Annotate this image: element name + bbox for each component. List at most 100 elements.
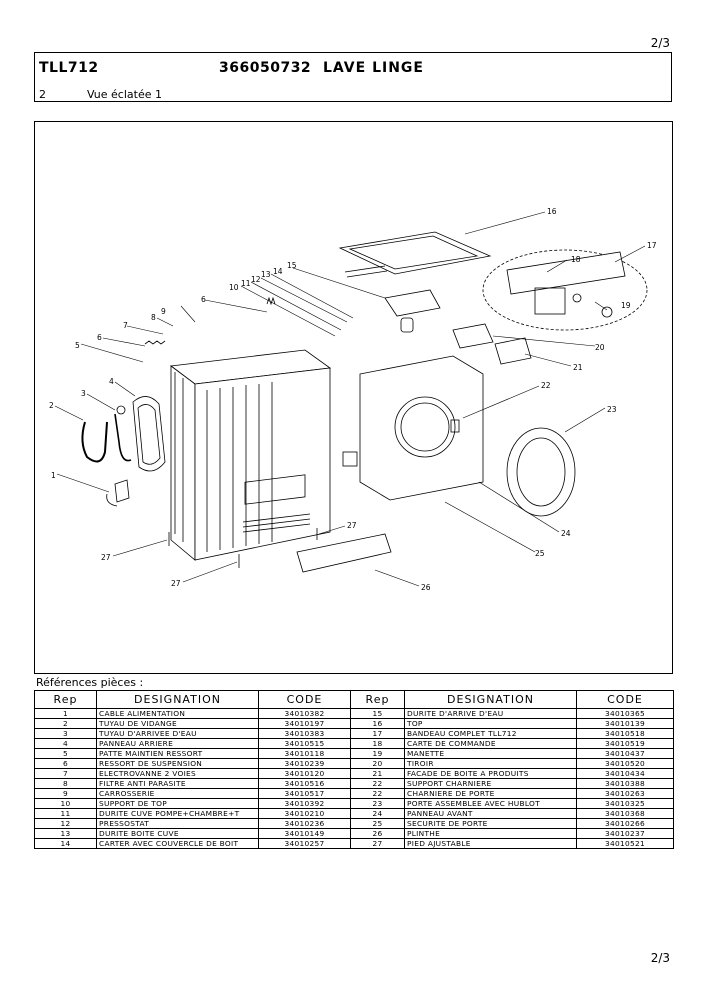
exploded-view-diagram: 1 2 3 4 5 6 6 7 8 9 10 11 12 13 14 15 16… [34, 121, 673, 674]
table-cell-l-des: CARTER AVEC COUVERCLE DE BOIT [96, 838, 259, 849]
control-panel-callout [482, 249, 648, 331]
column-header-code: CODE [258, 690, 351, 709]
table-cell-l-code: 34010257 [258, 838, 351, 849]
table-cell-r-des: SUPPORT CHARNIERE [404, 778, 577, 789]
diagram-label: 27 [101, 553, 111, 562]
table-cell-r-des: PIED AJUSTABLE [404, 838, 577, 849]
table-cell-r-code: 34010518 [576, 728, 674, 739]
table-cell-l-des: PANNEAU ARRIERE [96, 738, 259, 749]
table-cell-l-des: DURITE CUVE POMPE+CHAMBRE+T [96, 808, 259, 819]
section-number: 2 [39, 88, 46, 101]
table-cell-l-des: TUYAU DE VIDANGE [96, 718, 259, 729]
column-header-designation: DESIGNATION [96, 690, 259, 709]
table-cell-l-des: CARROSSERIE [96, 788, 259, 799]
table-cell-l-code: 34010118 [258, 748, 351, 759]
section-title: Vue éclatée 1 [87, 88, 162, 101]
table-cell-l-rep: 13 [34, 828, 97, 839]
door-part [506, 427, 576, 517]
table-cell-r-code: 34010521 [576, 838, 674, 849]
diagram-label: 13 [261, 270, 271, 279]
diagram-label: 24 [561, 529, 571, 538]
table-cell-r-rep: 21 [350, 768, 405, 779]
diagram-label: 22 [541, 381, 551, 390]
diagram-label: 8 [151, 313, 156, 322]
table-cell-l-code: 34010120 [258, 768, 351, 779]
diagram-label: 7 [123, 321, 128, 330]
diagram-label: 6 [97, 333, 102, 342]
table-cell-l-rep: 14 [34, 838, 97, 849]
table-cell-l-des: PRESSOSTAT [96, 818, 259, 829]
table-cell-r-rep: 16 [350, 718, 405, 729]
column-header-code: CODE [576, 690, 674, 709]
diagram-label: 6 [201, 295, 206, 304]
table-cell-l-rep: 2 [34, 718, 97, 729]
table-cell-l-des: ELECTROVANNE 2 VOIES [96, 768, 259, 779]
diagram-label: 20 [595, 343, 605, 352]
diagram-label: 23 [607, 405, 617, 414]
table-cell-r-code: 34010237 [576, 828, 674, 839]
detergent-box-part [384, 289, 441, 317]
diagram-label: 10 [229, 283, 239, 292]
diagram-label: 2 [49, 401, 54, 410]
table-cell-r-des: CARTE DE COMMANDE [404, 738, 577, 749]
table-cell-r-des: PORTE ASSEMBLEE AVEC HUBLOT [404, 798, 577, 809]
diagram-label: 14 [273, 267, 283, 276]
table-cell-r-rep: 17 [350, 728, 405, 739]
diagram-label: 1 [51, 471, 56, 480]
table-header-row: Rep DESIGNATION CODE Rep DESIGNATION COD… [34, 690, 674, 709]
table-cell-l-des: FILTRE ANTI PARASITE [96, 778, 259, 789]
parts-table: Rep DESIGNATION CODE Rep DESIGNATION COD… [34, 690, 674, 849]
table-cell-l-rep: 1 [34, 708, 97, 719]
diagram-label: 26 [421, 583, 431, 592]
table-cell-l-des: PATTE MAINTIEN RESSORT [96, 748, 259, 759]
table-cell-l-code: 34010239 [258, 758, 351, 769]
table-cell-l-des: SUPPORT DE TOP [96, 798, 259, 809]
table-cell-r-rep: 15 [350, 708, 405, 719]
table-cell-r-code: 34010266 [576, 818, 674, 829]
table-cell-l-rep: 3 [34, 728, 97, 739]
table-cell-r-rep: 23 [350, 798, 405, 809]
diagram-label: 27 [347, 521, 357, 530]
table-cell-l-des: RESSORT DE SUSPENSION [96, 758, 259, 769]
table-cell-r-des: SECURITE DE PORTE [404, 818, 577, 829]
table-cell-l-code: 34010382 [258, 708, 351, 719]
part-number-labels: 1 2 3 4 5 6 6 7 8 9 10 11 12 13 14 15 16… [49, 207, 657, 592]
column-header-rep: Rep [34, 690, 97, 709]
table-cell-l-code: 34010515 [258, 738, 351, 749]
table-cell-l-code: 34010516 [258, 778, 351, 789]
table-cell-r-rep: 19 [350, 748, 405, 759]
table-cell-r-rep: 26 [350, 828, 405, 839]
table-cell-l-code: 34010392 [258, 798, 351, 809]
diagram-label: 3 [81, 389, 86, 398]
table-cell-l-code: 34010210 [258, 808, 351, 819]
table-cell-r-code: 34010437 [576, 748, 674, 759]
page-number-top: 2/3 [650, 36, 670, 50]
table-cell-l-des: CABLE ALIMENTATION [96, 708, 259, 719]
table-cell-r-rep: 18 [350, 738, 405, 749]
table-cell-r-des: PANNEAU AVANT [404, 808, 577, 819]
table-cell-r-code: 34010519 [576, 738, 674, 749]
table-cell-l-rep: 12 [34, 818, 97, 829]
table-cell-r-rep: 24 [350, 808, 405, 819]
table-cell-l-rep: 8 [34, 778, 97, 789]
diagram-label: 27 [171, 579, 181, 588]
drain-hose-part [81, 421, 108, 463]
product-name: LAVE LINGE [323, 60, 424, 76]
diagram-label: 25 [535, 549, 545, 558]
table-cell-r-code: 34010368 [576, 808, 674, 819]
table-cell-r-code: 34010263 [576, 788, 674, 799]
table-cell-r-rep: 27 [350, 838, 405, 849]
rear-panel-part [132, 396, 166, 472]
table-cell-r-rep: 22 [350, 778, 405, 789]
table-cell-r-des: MANETTE [404, 748, 577, 759]
table-cell-l-rep: 5 [34, 748, 97, 759]
references-title: Références pièces : [36, 676, 144, 689]
